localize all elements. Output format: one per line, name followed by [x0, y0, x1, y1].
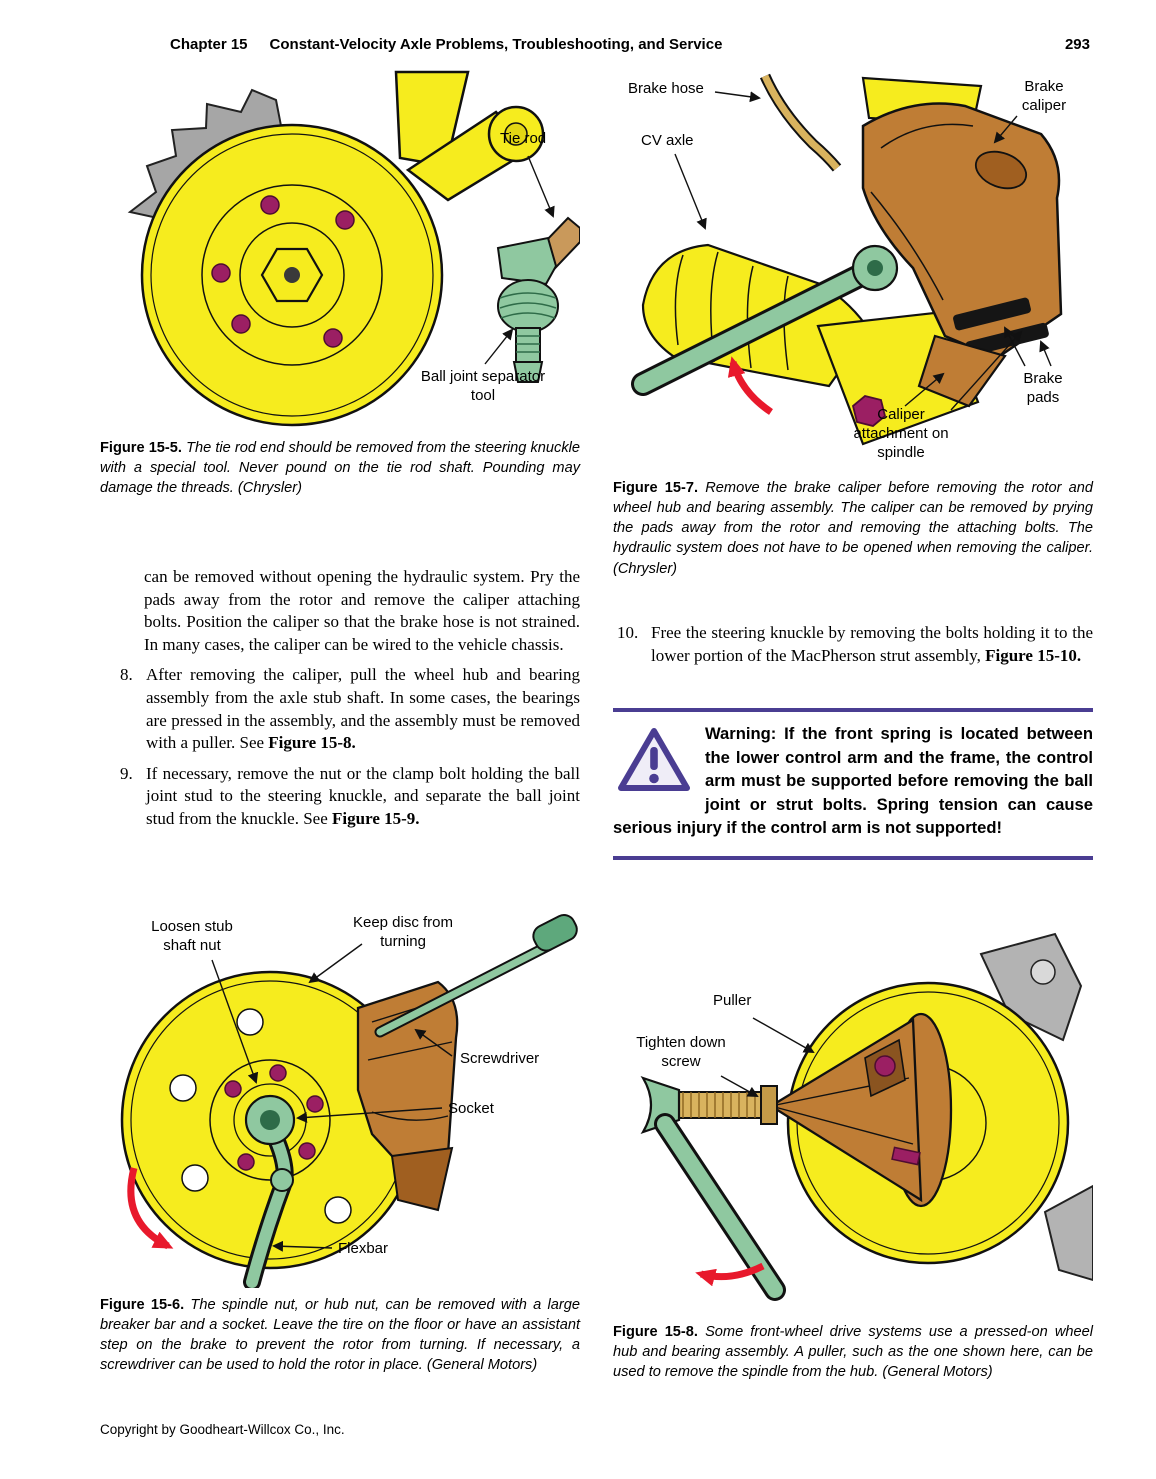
running-head: Chapter 15 Constant-Velocity Axle Problem… [170, 36, 744, 53]
label-cv-axle: CV axle [641, 132, 694, 149]
label-tie-rod: Tie rod [500, 130, 547, 147]
warning-bottom-rule [613, 855, 1093, 860]
label-brake-hose: Brake hose [628, 80, 704, 97]
red-pry-arrow [727, 356, 773, 415]
caption-lead: Figure 15-7. [613, 480, 699, 496]
figure-ref-15-10: Figure 15-10. [985, 645, 1082, 665]
warning-box: Warning: If the front spring is located … [613, 708, 1093, 860]
list-number-10: 10. [617, 623, 639, 642]
brake-hose [759, 73, 842, 172]
paragraph-continuation: can be removed without opening the hydra… [144, 567, 580, 654]
steering-knuckle-arms [394, 70, 545, 202]
wrench [640, 1076, 786, 1301]
warning-triangle-icon [617, 726, 691, 794]
ball-joint-separator-tool [496, 236, 559, 383]
figure-ref-15-9: Figure 15-9. [332, 809, 420, 829]
chapter-number: Chapter 15 [170, 36, 248, 53]
label-brake-pads: Brake pads [1023, 370, 1063, 406]
rotor-tie-rod-drawing [127, 70, 580, 427]
label-loosen-stub-shaft-nut: Loosen stub shaft nut [151, 918, 233, 954]
warning-text: Warning: If the front spring is located … [613, 724, 1093, 838]
list-number-9: 9. [120, 763, 133, 783]
leader-arrow [484, 328, 514, 365]
warning-top-rule [613, 708, 1093, 712]
screwdriver [374, 914, 578, 1038]
step-10-text: Free the steering knuckle by removing th… [651, 623, 1093, 665]
leader-arrows [211, 943, 453, 1252]
spindle-nut-removal-drawing [120, 914, 578, 1288]
label-brake-caliper: Brake caliper [1021, 78, 1067, 114]
brake-rotor [140, 123, 444, 427]
list-text-9: If necessary, remove the nut or the clam… [146, 763, 580, 831]
wheel-studs [224, 1064, 324, 1171]
figure-caption-15-8: Figure 15-8. Some front-wheel drive syst… [613, 1322, 1093, 1382]
knuckle-hole [1030, 959, 1056, 985]
label-tighten-down-screw: Tighten down screw [636, 1034, 726, 1070]
caliper-removal-drawing [631, 73, 1063, 446]
puller-screw [674, 1085, 778, 1125]
brake-pads [953, 297, 1049, 357]
label-screwdriver: Screwdriver [460, 1050, 540, 1067]
list-item-9: 9. If necessary, remove the nut or the c… [100, 763, 580, 831]
caption-lead: Figure 15-5. [100, 440, 182, 456]
strut-knuckle [979, 932, 1093, 1282]
label-socket: Socket [448, 1100, 494, 1117]
figure-caption-15-6: Figure 15-6. The spindle nut, or hub nut… [100, 1295, 580, 1376]
chapter-title: Constant-Velocity Axle Problems, Trouble… [269, 36, 723, 53]
puller [768, 1012, 953, 1208]
figure-ref-15-8: Figure 15-8. [268, 733, 356, 753]
red-turn-arrow [695, 1262, 765, 1287]
body-text-left: can be removed without opening the hydra… [100, 566, 580, 831]
caption-text: The spindle nut, or hub nut, can be remo… [100, 1297, 580, 1374]
list-text-10: Free the steering knuckle by removing th… [651, 622, 1093, 667]
label-keep-disc-from-turning: Keep disc from turning [352, 914, 454, 950]
hub-puller-drawing [640, 932, 1093, 1301]
figure-15-7-illustration: Brake hose CV axle Brake caliper Brake p… [613, 70, 1093, 468]
figure-15-6-illustration: Loosen stub shaft nut Keep disc from tur… [100, 910, 580, 1288]
leader-arrow [527, 155, 555, 218]
leader-arrows [720, 1017, 815, 1097]
caption-text: The tie rod end should be removed from t… [100, 440, 580, 497]
figure-15-8-illustration: Puller Tighten down screw [613, 928, 1093, 1308]
list-item-10: 10. Free the steering knuckle by removin… [613, 622, 1093, 667]
label-ball-joint-separator-tool: Ball joint separator tool [420, 368, 546, 404]
wheel-studs [211, 195, 355, 348]
list-number-8: 8. [120, 665, 133, 685]
figure-caption-15-7: Figure 15-7. Remove the brake caliper be… [613, 478, 1093, 579]
label-flexbar: Flexbar [338, 1240, 389, 1257]
red-rotation-arrow [127, 1167, 174, 1250]
pry-tool [631, 244, 899, 396]
caption-text: Some front-wheel drive systems use a pre… [613, 1324, 1094, 1381]
rotor-holes [169, 1008, 352, 1224]
body-text-right: 10. Free the steering knuckle by removin… [613, 622, 1093, 667]
warning-content: Warning: If the front spring is located … [613, 712, 1093, 848]
caliper-attachment [917, 334, 1007, 408]
caption-lead: Figure 15-6. [100, 1297, 185, 1313]
caption-lead: Figure 15-8. [613, 1324, 698, 1340]
page-number: 293 [1064, 36, 1090, 53]
socket [244, 1094, 296, 1146]
list-text-8: After removing the caliper, pull the whe… [146, 664, 580, 754]
flexbar [243, 1117, 294, 1288]
figure-15-5-illustration: Tie rod Ball joint separator tool [100, 70, 580, 432]
caption-text: Remove the brake caliper before removing… [613, 480, 1093, 577]
step-8-text: After removing the caliper, pull the whe… [146, 665, 580, 753]
figure-caption-15-5: Figure 15-5. The tie rod end should be r… [100, 438, 580, 498]
leader-arrows [674, 91, 1052, 411]
label-puller: Puller [713, 992, 752, 1009]
copyright-notice: Copyright by Goodheart-Willcox Co., Inc. [100, 1422, 345, 1437]
step-9-text: If necessary, remove the nut or the clam… [146, 763, 580, 829]
list-item-8: 8. After removing the caliper, pull the … [100, 664, 580, 754]
label-caliper-attachment: Caliper attachment on spindle [853, 406, 949, 461]
brake-caliper [861, 102, 1063, 360]
page-header: Chapter 15 Constant-Velocity Axle Problem… [170, 36, 1090, 53]
